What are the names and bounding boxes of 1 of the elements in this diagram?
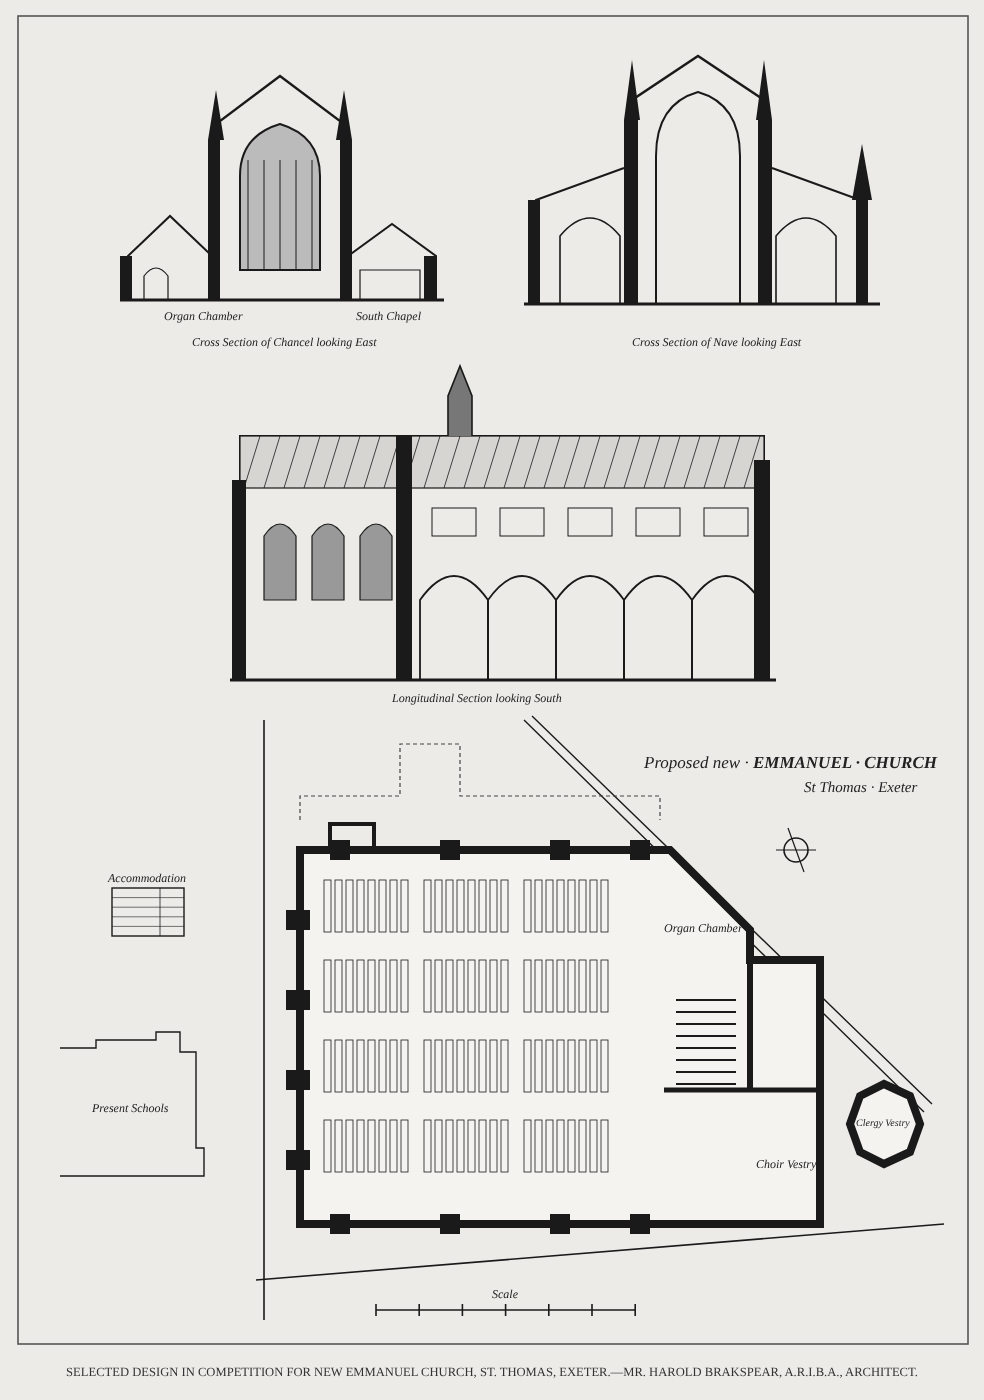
plan-title: Proposed new · EMMANUEL · CHURCH (644, 754, 937, 771)
